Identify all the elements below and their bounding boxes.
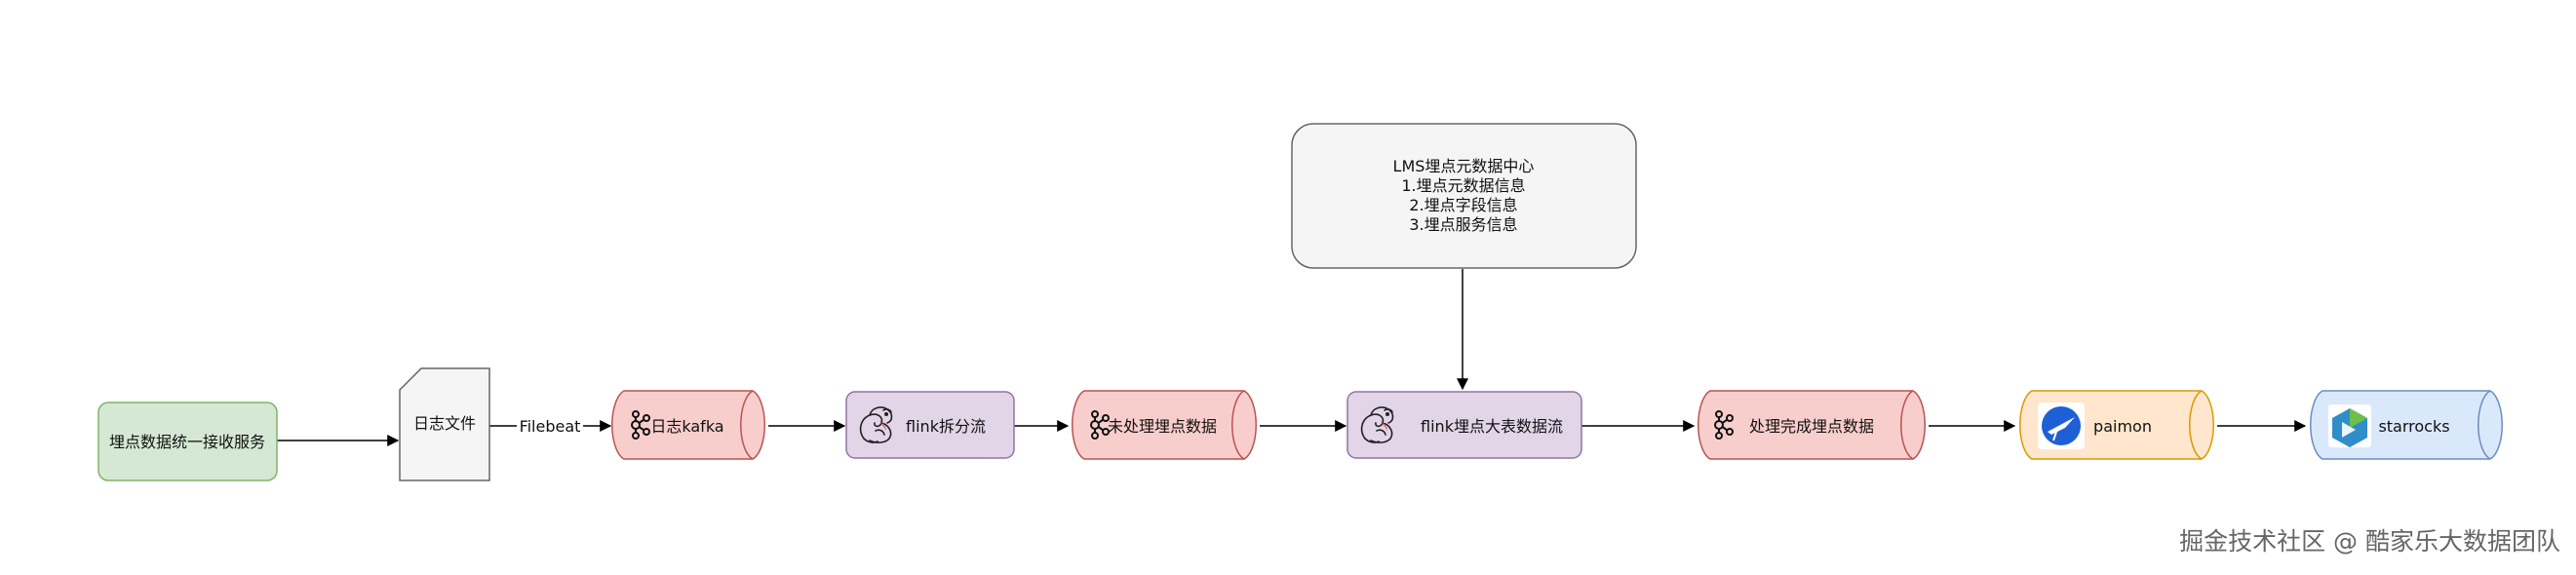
lms-item: 2.埋点字段信息 [1409,196,1517,214]
node-paimon: paimon [2018,390,2215,460]
node-log-file: 日志文件 [399,367,490,481]
lms-item: 1.埋点元数据信息 [1401,176,1525,195]
node-starrocks: starrocks [2309,390,2504,460]
node-log-file-label: 日志文件 [413,414,476,433]
node-flink-split: flink拆分流 [845,391,1015,459]
node-processed-label: 处理完成埋点数据 [1749,417,1874,436]
node-lms-metadata-center: LMS埋点元数据中心 1.埋点元数据信息 2.埋点字段信息 3.埋点服务信息 [1291,123,1637,269]
edge-label-filebeat: Filebeat [520,417,581,436]
node-flink-wide-label: flink埋点大表数据流 [1421,417,1563,436]
watermark: 掘金技术社区 @ 酷家乐大数据团队 [2179,527,2560,556]
node-processed: 处理完成埋点数据 [1697,390,1927,460]
node-flink-split-label: flink拆分流 [906,417,986,436]
node-starrocks-label: starrocks [2378,417,2449,436]
node-unprocessed: 未处理埋点数据 [1071,390,1258,460]
connectors [277,269,2307,446]
node-paimon-label: paimon [2093,417,2152,436]
node-receive-service: 埋点数据统一接收服务 [98,402,278,481]
node-unprocessed-label: 未处理埋点数据 [1108,417,1217,436]
paimon-icon [2038,402,2085,449]
starrocks-icon [2328,404,2371,447]
lms-title: LMS埋点元数据中心 [1393,157,1535,175]
node-log-kafka: 日志kafka [610,390,766,460]
node-log-kafka-label: 日志kafka [650,417,723,436]
node-receive-service-label: 埋点数据统一接收服务 [109,433,265,451]
lms-item: 3.埋点服务信息 [1409,215,1517,234]
node-flink-wide: flink埋点大表数据流 [1347,391,1582,459]
